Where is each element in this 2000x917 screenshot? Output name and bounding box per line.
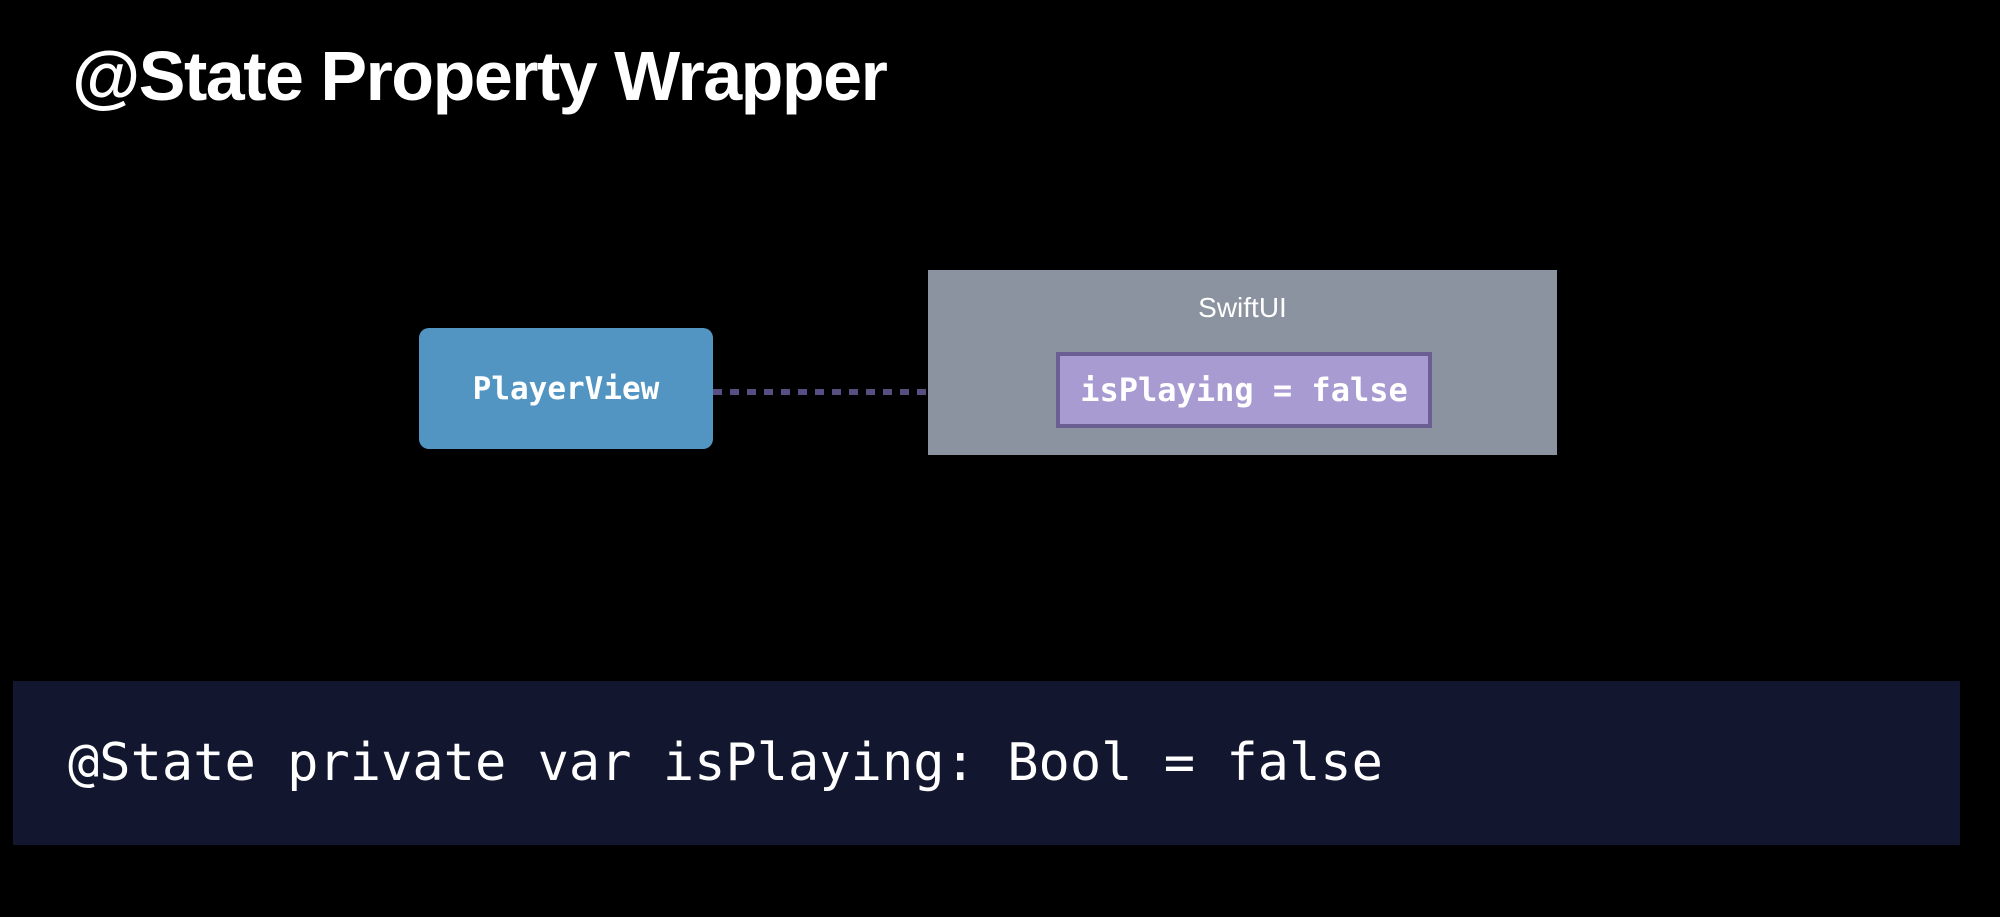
dashed-connector-line xyxy=(713,389,1056,395)
code-snippet: @State private var isPlaying: Bool = fal… xyxy=(68,733,1383,793)
swiftui-label: SwiftUI xyxy=(1198,292,1287,323)
code-block: @State private var isPlaying: Bool = fal… xyxy=(13,681,1960,845)
player-view-box: PlayerView xyxy=(419,328,713,449)
state-value-label: isPlaying = false xyxy=(1080,371,1408,409)
state-value-box: isPlaying = false xyxy=(1056,352,1432,428)
player-view-label: PlayerView xyxy=(472,370,660,407)
slide-title: @State Property Wrapper xyxy=(72,37,888,115)
